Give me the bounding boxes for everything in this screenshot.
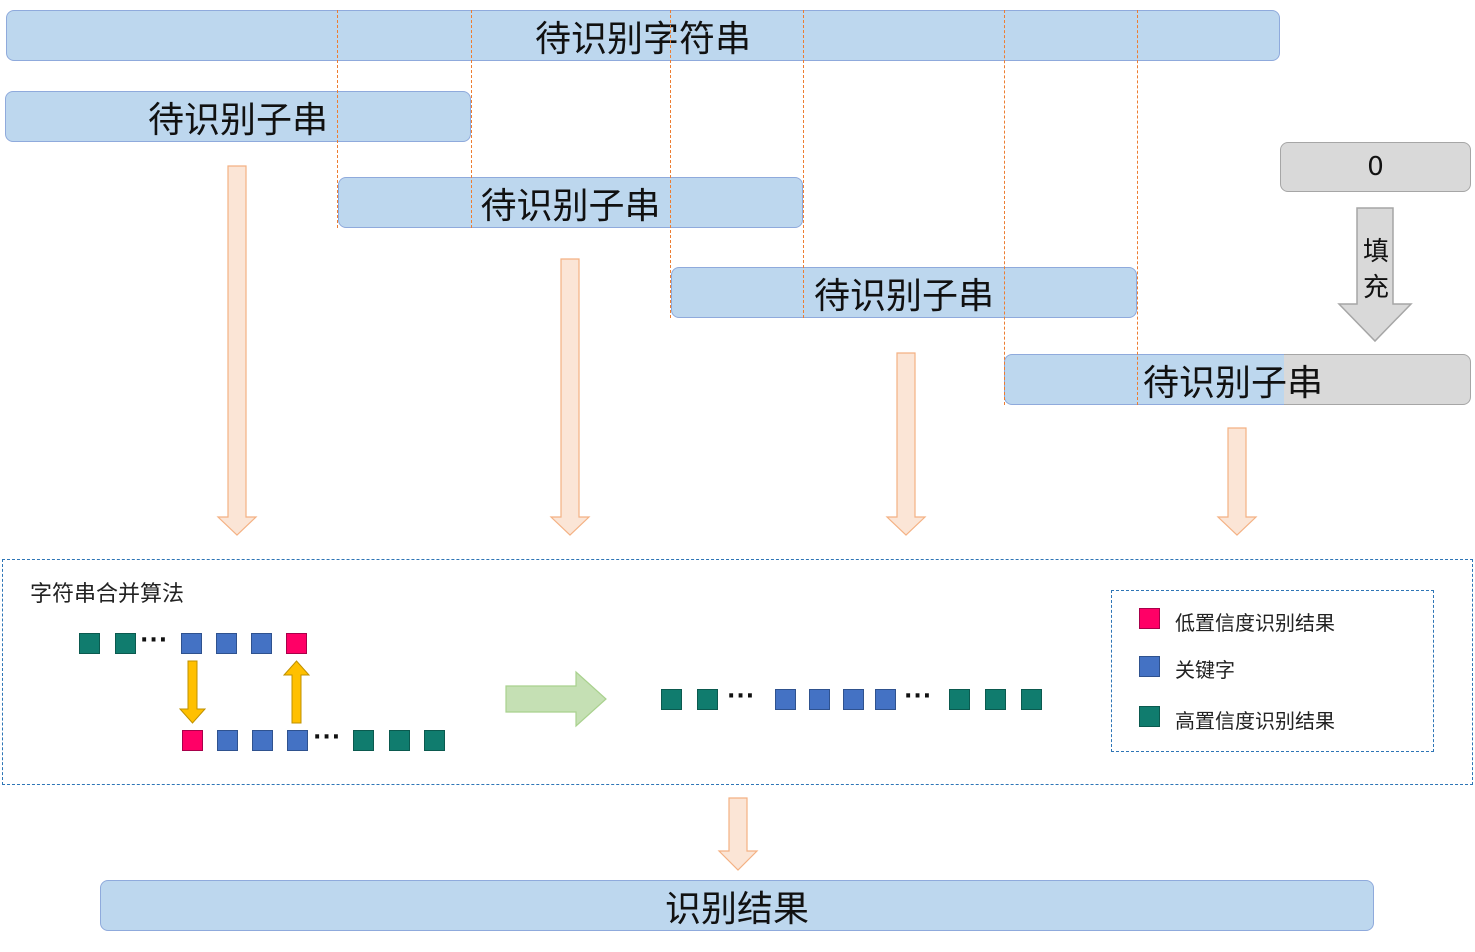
keyword-square (181, 633, 202, 654)
legend-low-confidence-swatch (1139, 608, 1160, 629)
down-arrow-2 (549, 258, 591, 536)
high-confidence-square (389, 730, 410, 751)
window-boundary-line (337, 10, 338, 228)
substring-bar-3: 待识别子串 (671, 267, 1137, 318)
substring-label: 待识别子串 (480, 185, 661, 227)
keyword-square (875, 689, 896, 710)
keyword-square (809, 689, 830, 710)
legend-box (1111, 590, 1434, 752)
input-string-bar: 待识别字符串 (6, 10, 1280, 61)
legend-keyword-label: 关键字 (1175, 658, 1235, 682)
result-label: 识别结果 (664, 888, 809, 930)
window-boundary-line (471, 10, 472, 228)
down-arrow-1 (216, 165, 258, 536)
substring-label: 待识别子串 (1143, 362, 1324, 404)
window-boundary-line (803, 10, 804, 318)
keyword-square (251, 633, 272, 654)
high-confidence-square (985, 689, 1006, 710)
keyword-square (252, 730, 273, 751)
result-down-arrow (717, 797, 759, 871)
high-confidence-square (661, 689, 682, 710)
down-arrow-4 (1216, 427, 1258, 536)
zero-padding-box: 0 (1280, 142, 1471, 192)
substring-bar-4: 待识别子串 (1004, 354, 1323, 405)
result-bar: 识别结果 (100, 880, 1374, 931)
high-confidence-square (697, 689, 718, 710)
merge-algorithm-box (2, 559, 1473, 785)
substring-label: 待识别子串 (813, 275, 994, 317)
substring-label: 待识别子串 (147, 99, 328, 141)
legend-high-confidence-label: 高置信度识别结果 (1175, 709, 1335, 733)
high-confidence-square (424, 730, 445, 751)
window-boundary-line (1004, 10, 1005, 405)
low-confidence-square (286, 633, 307, 654)
zero-label: 0 (1367, 152, 1384, 182)
fill-arrow (1337, 207, 1413, 343)
keyword-square (217, 730, 238, 751)
legend-keyword-swatch (1139, 656, 1160, 677)
window-boundary-line (1137, 10, 1138, 405)
down-arrow-3 (885, 352, 927, 536)
ellipsis: ··· (313, 725, 342, 750)
high-confidence-square (353, 730, 374, 751)
ellipsis: ··· (904, 684, 933, 709)
swap-down-arrow (178, 660, 207, 724)
substring-bar-2: 待识别子串 (338, 177, 803, 228)
window-boundary-line (670, 10, 671, 318)
substring-bar-1: 待识别子串 (5, 91, 471, 142)
input-string-label: 待识别字符串 (534, 18, 751, 60)
high-confidence-square (79, 633, 100, 654)
keyword-square (775, 689, 796, 710)
padding-fill-block (1270, 354, 1471, 405)
merge-right-arrow (505, 670, 607, 728)
legend-high-confidence-swatch (1139, 706, 1160, 727)
keyword-square (843, 689, 864, 710)
keyword-square (216, 633, 237, 654)
high-confidence-square (115, 633, 136, 654)
ellipsis: ··· (140, 628, 169, 653)
keyword-square (287, 730, 308, 751)
ellipsis: ··· (727, 684, 756, 709)
fill-label: 填 充 (1362, 237, 1389, 303)
legend-low-confidence-label: 低置信度识别结果 (1175, 611, 1335, 635)
merge-algorithm-title: 字符串合并算法 (30, 582, 185, 607)
low-confidence-square (182, 730, 203, 751)
swap-up-arrow (282, 660, 311, 724)
high-confidence-square (949, 689, 970, 710)
high-confidence-square (1021, 689, 1042, 710)
